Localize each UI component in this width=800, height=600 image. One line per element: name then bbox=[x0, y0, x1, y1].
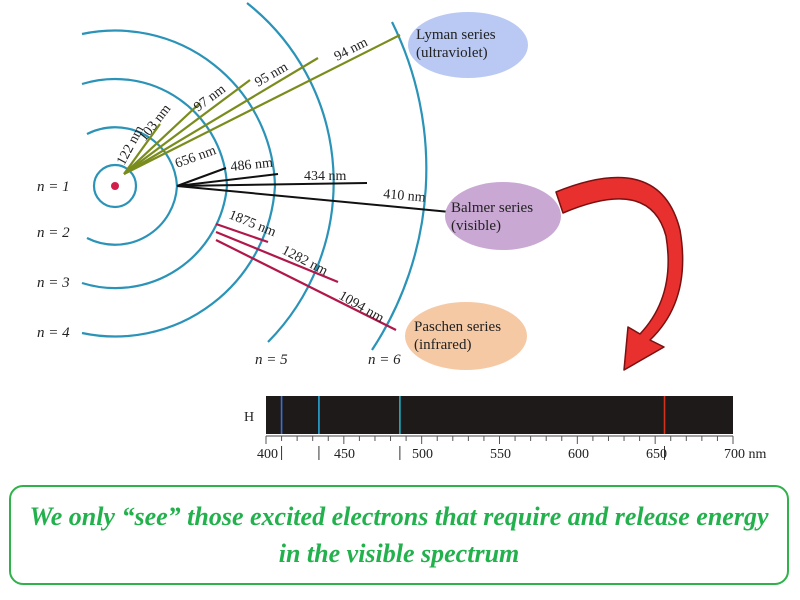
paschen-series-bubble bbox=[405, 302, 527, 370]
lyman-line-97 bbox=[123, 79, 251, 175]
orbit-n6 bbox=[371, 21, 428, 351]
balmer-label-656: 656 nm bbox=[173, 143, 218, 172]
lyman-line-122 bbox=[123, 123, 161, 175]
spectrum-bar bbox=[266, 396, 733, 434]
spectrum-tick-700: 700 nm bbox=[724, 447, 767, 462]
balmer-series-bubble bbox=[445, 182, 561, 250]
spectrum-element-label: H bbox=[244, 410, 254, 425]
balmer-line-434 bbox=[176, 182, 368, 187]
curved-arrow-icon bbox=[555, 176, 684, 371]
balmer-line-486 bbox=[176, 173, 279, 187]
spectrum-tick-650: 650 bbox=[646, 447, 667, 462]
orbit-label-n4: n = 4 bbox=[37, 325, 70, 341]
lyman-series-bubble bbox=[408, 12, 528, 78]
orbit-label-n1: n = 1 bbox=[37, 179, 70, 195]
paschen-series-title: Paschen series bbox=[414, 319, 501, 335]
paschen-label-1094: 1094 nm bbox=[336, 288, 386, 326]
balmer-label-434: 434 nm bbox=[304, 169, 347, 184]
balmer-label-486: 486 nm bbox=[230, 156, 274, 175]
lyman-line-94 bbox=[123, 34, 401, 175]
orbit-label-n2: n = 2 bbox=[37, 225, 70, 241]
lyman-series-subtitle: (ultraviolet) bbox=[416, 45, 488, 61]
spectrum-tick-600: 600 bbox=[568, 447, 589, 462]
balmer-line-410 bbox=[176, 185, 451, 213]
balmer-series-title: Balmer series bbox=[451, 200, 533, 216]
orbit-label-n3: n = 3 bbox=[37, 275, 70, 291]
caption-text: We only “see” those excited electrons th… bbox=[29, 502, 769, 568]
orbit-n5 bbox=[246, 2, 335, 343]
balmer-label-410: 410 nm bbox=[383, 187, 427, 206]
balmer-line-656 bbox=[176, 167, 227, 187]
orbit-label-n5: n = 5 bbox=[255, 352, 288, 368]
lyman-series-title: Lyman series bbox=[416, 27, 496, 43]
caption-box: We only “see” those excited electrons th… bbox=[9, 485, 789, 585]
lyman-line-103 bbox=[123, 102, 201, 175]
nucleus bbox=[111, 182, 119, 190]
orbit-n1 bbox=[92, 163, 138, 209]
orbit-label-n6: n = 6 bbox=[368, 352, 401, 368]
lyman-line-95 bbox=[123, 57, 319, 175]
spectrum-tick-450: 450 bbox=[334, 447, 355, 462]
paschen-series-subtitle: (infrared) bbox=[414, 337, 471, 353]
lyman-label-103: 103 nm bbox=[136, 102, 174, 145]
orbit-n4 bbox=[81, 29, 277, 338]
paschen-line-1282 bbox=[215, 230, 339, 284]
balmer-series-subtitle: (visible) bbox=[451, 218, 501, 234]
paschen-line-1094 bbox=[215, 239, 397, 331]
spectrum-tick-400: 400 bbox=[257, 447, 278, 462]
paschen-line-1875 bbox=[215, 222, 269, 244]
spectrum-tick-550: 550 bbox=[490, 447, 511, 462]
spectrum-tick-500: 500 bbox=[412, 447, 433, 462]
